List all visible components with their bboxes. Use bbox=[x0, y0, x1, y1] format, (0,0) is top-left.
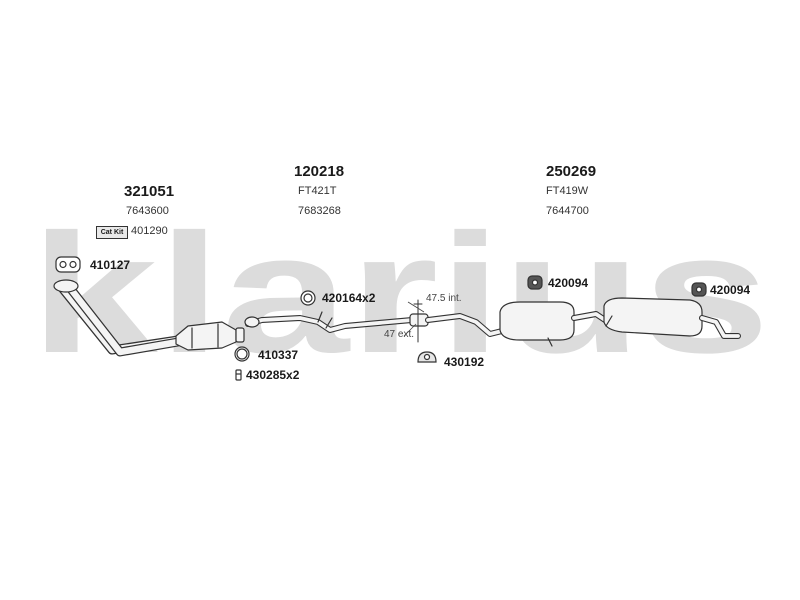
bolt-icon bbox=[235, 369, 242, 381]
flange-gasket-icon bbox=[55, 256, 81, 273]
assembly-part-number: 250269 bbox=[546, 163, 597, 180]
accessory-label: 420094 bbox=[548, 276, 589, 290]
assembly-ref: 7644700 bbox=[546, 205, 589, 217]
clamp-icon bbox=[417, 351, 437, 363]
rubber-mount-icon bbox=[691, 282, 707, 297]
assembly-ref: FT421T bbox=[298, 185, 337, 197]
front-pipe bbox=[53, 279, 183, 357]
sealing-ring-icon bbox=[234, 346, 250, 362]
assembly-part-number: 321051 bbox=[124, 183, 175, 200]
cat-kit-part-number: 401290 bbox=[131, 225, 168, 237]
watermark-text: klarius bbox=[30, 199, 770, 389]
accessory-label: 430285x2 bbox=[246, 368, 300, 382]
klarius-watermark: klarius bbox=[30, 199, 770, 389]
rear-pipe bbox=[425, 313, 509, 337]
assembly-ref: 7683268 bbox=[298, 205, 341, 217]
accessory-label: 410337 bbox=[258, 348, 299, 362]
center-pipe bbox=[244, 311, 415, 333]
assembly-part-number: 120218 bbox=[294, 163, 345, 180]
rear-silencer bbox=[603, 297, 741, 339]
dimension-external: 47 ext. bbox=[384, 329, 415, 340]
rubber-ring-icon bbox=[300, 290, 316, 306]
assembly-ref: 7643600 bbox=[126, 205, 169, 217]
cat-kit-badge: Cat Kit bbox=[96, 226, 128, 239]
accessory-label: 420094 bbox=[710, 283, 751, 297]
accessory-label: 420164x2 bbox=[322, 291, 376, 305]
rubber-mount-icon bbox=[527, 275, 543, 290]
dimension-internal: 47.5 int. bbox=[426, 293, 462, 304]
catalytic-converter bbox=[175, 321, 245, 351]
accessory-label: 430192 bbox=[444, 355, 485, 369]
assembly-ref: FT419W bbox=[546, 185, 589, 197]
accessory-label: 410127 bbox=[90, 258, 131, 272]
dimension-leaders bbox=[403, 301, 425, 337]
